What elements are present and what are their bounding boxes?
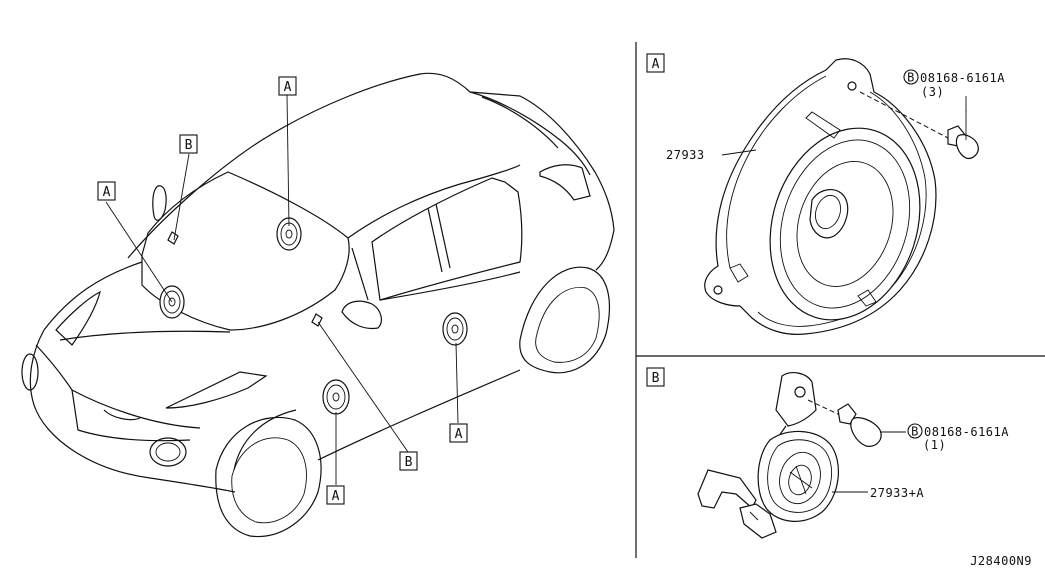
leader-lines	[105, 94, 459, 485]
tweeter-drawing	[697, 372, 840, 539]
speaker-front-dash-right	[276, 217, 302, 251]
woofer-speaker-drawing	[704, 58, 937, 335]
callout-label: B	[405, 455, 413, 470]
panel-a-label-box	[646, 53, 665, 73]
callout-box-a-4: A	[449, 423, 468, 443]
callout-label: A	[455, 427, 463, 442]
part-number-27933: 27933	[666, 148, 705, 162]
bolt-callout-b: B 08168-6161A (1)	[907, 423, 1009, 452]
speaker-rear-door	[442, 312, 468, 346]
callout-label: A	[103, 185, 111, 200]
callout-box-b-2: B	[399, 451, 418, 471]
callout-box-a-1: A	[97, 181, 116, 201]
bolt-quantity: (3)	[921, 85, 944, 99]
bolt-quantity: (1)	[923, 438, 946, 452]
panel-b: B 27933+A B	[646, 367, 1009, 539]
bolt-callout-a: B 08168-6161A (3)	[903, 69, 1005, 112]
callout-label: A	[284, 80, 292, 95]
bolt-part-number: 08168-6161A	[920, 71, 1005, 85]
panel-b-label-box	[646, 367, 665, 387]
diagram-code: J28400N9	[970, 554, 1032, 568]
bolt-part-number: 08168-6161A	[924, 425, 1009, 439]
panel-a: A 2793	[646, 53, 1005, 335]
panel-dividers	[635, 42, 1045, 558]
callout-box-a-3: A	[326, 485, 345, 505]
panel-b-label: B	[652, 371, 660, 386]
part-number-27933-a: 27933+A	[870, 486, 924, 500]
bolt-b-drawing	[807, 399, 906, 447]
panel-a-label: A	[652, 57, 660, 72]
callout-label: B	[185, 138, 193, 153]
callout-label: A	[332, 489, 340, 504]
callout-box-a-2: A	[278, 76, 297, 96]
bolt-symbol: B	[911, 425, 919, 439]
speaker-front-door	[322, 379, 350, 415]
bolt-symbol: B	[907, 71, 915, 85]
car-illustration	[21, 72, 615, 538]
bolt-a-drawing	[859, 91, 979, 159]
callout-box-b-1: B	[179, 134, 198, 154]
